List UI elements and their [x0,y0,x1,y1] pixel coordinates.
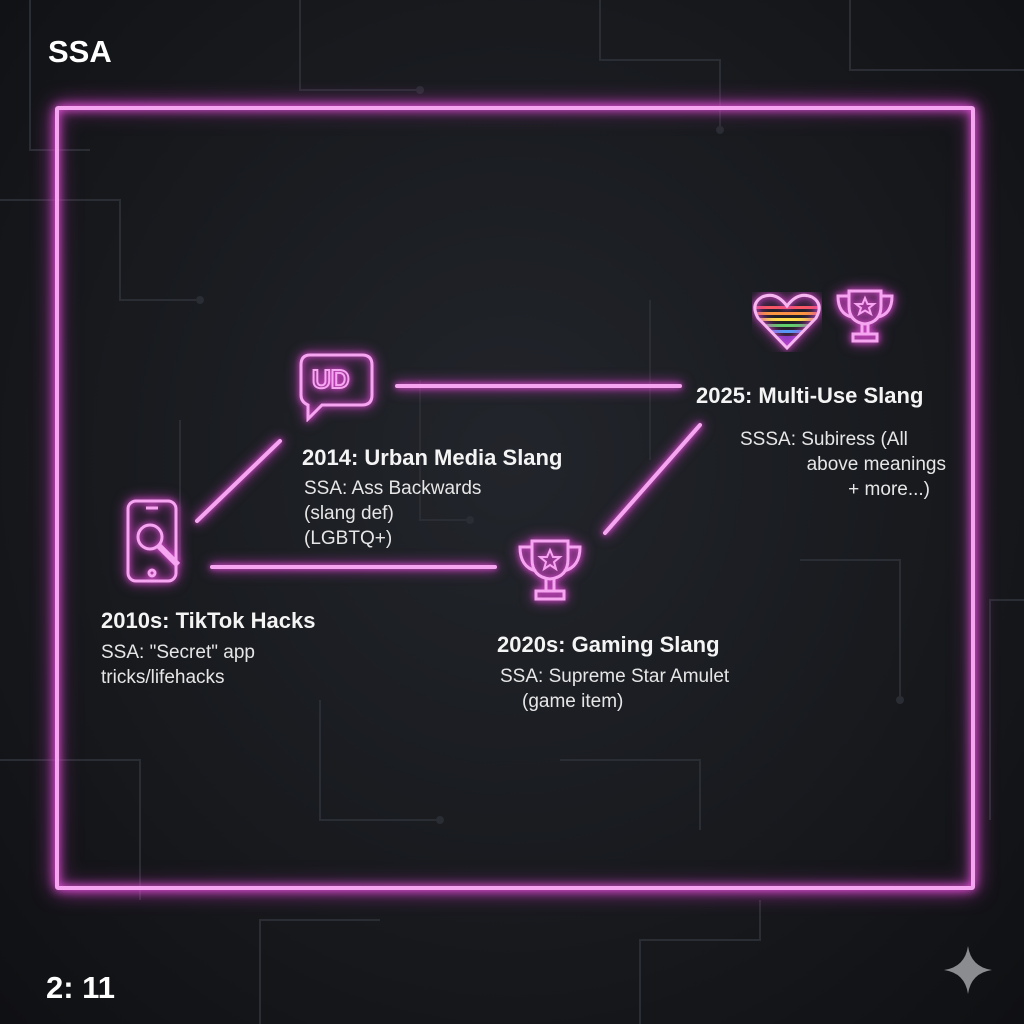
ud-speech-bubble-icon: UD [298,352,378,422]
node-description: SSA: "Secret" app tricks/lifehacks [101,640,255,690]
desc-line: (LGBTQ+) [304,528,393,549]
rainbow-heart-icon [753,293,821,351]
trophy-icon [836,289,894,343]
node-heading: 2025: Multi-Use Slang [696,383,924,408]
connector-2010s-2014 [195,439,282,523]
node-heading: 2014: Urban Media Slang [302,445,563,470]
node-description: SSSA: Subiress (All above meanings + mor… [740,427,946,502]
desc-line: SSA: Ass Backwards [304,478,482,499]
desc-line: + more...) [848,479,930,500]
desc-line: SSA: Supreme Star Amulet [500,666,730,687]
slide-counter: 2: 11 [46,970,115,1005]
node-description: SSA: Ass Backwards (slang def) (LGBTQ+) [304,476,481,551]
node-heading: 2020s: Gaming Slang [497,632,720,657]
trophy-icon [518,539,582,601]
diagram-frame [55,106,975,890]
node-heading: 2010s: TikTok Hacks [101,608,316,633]
desc-line: SSA: "Secret" app [101,642,255,663]
page-title: SSA [48,34,112,69]
desc-line: above meanings [806,454,946,475]
desc-line: SSSA: Subiress (All [740,429,908,450]
ud-icon-text: UD [311,363,351,395]
sparkle-icon [944,946,992,994]
node-description: SSA: Supreme Star Amulet (game item) [500,664,729,714]
connector-2020s-2025 [603,423,702,535]
phone-search-icon [126,499,181,583]
desc-line: (slang def) [304,503,394,524]
desc-line: (game item) [522,691,624,712]
desc-line: tricks/lifehacks [101,667,225,688]
